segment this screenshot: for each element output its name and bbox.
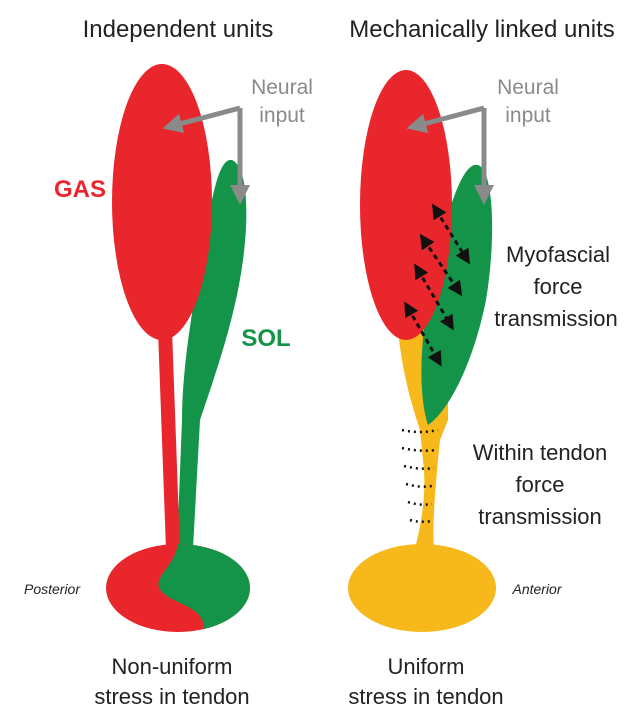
right-panel-title: Mechanically linked units — [349, 16, 614, 43]
left-gas-muscle — [112, 64, 212, 340]
left-panel-title: Independent units — [83, 16, 274, 43]
right-tendon-cross-section — [348, 544, 496, 632]
right-caption-line1: Uniform — [387, 654, 464, 679]
anterior-label: Anterior — [511, 581, 562, 597]
posterior-label: Posterior — [24, 581, 81, 597]
right-neural-input-label-line1: Neural — [497, 76, 559, 99]
left-tendon-cross-section — [106, 540, 260, 640]
left-gas-tendon — [158, 330, 180, 550]
within-tendon-label-line1: Within tendon — [473, 440, 608, 465]
right-panel: Neural input Myofascial force transmissi… — [348, 70, 618, 709]
sol-label: SOL — [241, 325, 290, 352]
right-neural-input-label-line2: input — [505, 104, 551, 127]
myofascial-label-line3: transmission — [494, 306, 617, 331]
within-tendon-label-line2: force — [516, 472, 565, 497]
left-neural-input-label-line1: Neural — [251, 76, 313, 99]
left-panel: Neural input GAS SOL Posterior Non-unifo… — [24, 64, 313, 709]
right-gas-muscle — [360, 70, 452, 340]
left-neural-input-label-line2: input — [259, 104, 305, 127]
left-caption-line2: stress in tendon — [94, 684, 249, 709]
gas-label: GAS — [54, 176, 106, 203]
within-tendon-label-line3: transmission — [478, 504, 601, 529]
myofascial-label-line2: force — [534, 274, 583, 299]
myofascial-label-line1: Myofascial — [506, 242, 610, 267]
right-caption-line2: stress in tendon — [348, 684, 503, 709]
left-caption-line1: Non-uniform — [111, 654, 232, 679]
